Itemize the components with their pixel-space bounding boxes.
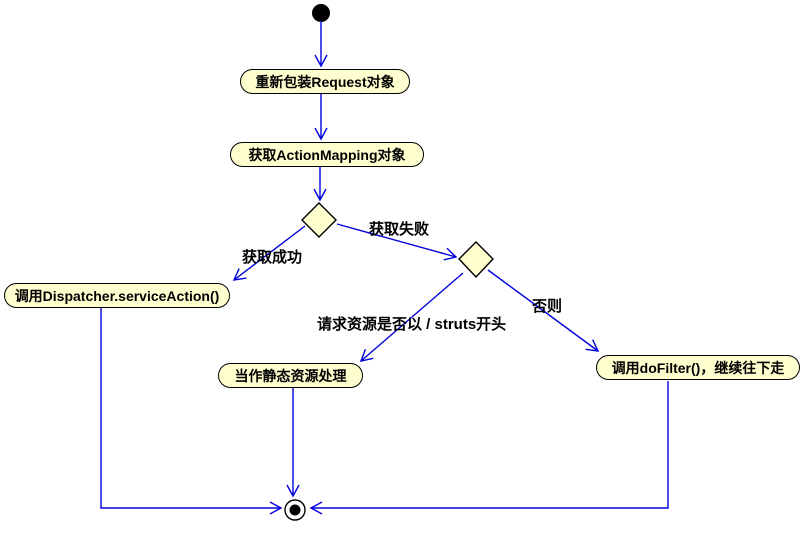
edge-label-failure: 获取失败 — [369, 221, 430, 238]
activity-node-static-resource[interactable]: 当作静态资源处理 — [218, 363, 363, 388]
final-node[interactable] — [284, 499, 306, 521]
edge-do-filter-to-end — [309, 381, 669, 515]
initial-node[interactable] — [312, 4, 330, 22]
edge-decision-failure-to-decision-resource — [336, 223, 458, 261]
decision-diamond-mapping[interactable] — [301, 202, 337, 238]
edge-decision-success-to-service-action — [232, 225, 306, 281]
edge-decision-resource-to-do-filter — [487, 269, 600, 352]
activity-node-do-filter[interactable]: 调用doFilter()，继续往下走 — [596, 355, 800, 380]
activity-node-get-action-mapping[interactable]: 获取ActionMapping对象 — [230, 142, 424, 167]
edge-service-action-to-end — [100, 308, 283, 515]
edge-label-success: 获取成功 — [242, 249, 303, 266]
activity-node-service-action[interactable]: 调用Dispatcher.serviceAction() — [4, 283, 230, 308]
edge-label-otherwise: 否则 — [532, 298, 563, 315]
decision-diamond-resource[interactable] — [458, 241, 494, 279]
edge-decision-resource-to-static-resource — [359, 272, 464, 362]
activity-node-wrap-request[interactable]: 重新包装Request对象 — [240, 69, 410, 94]
edge-label-starts-with-struts: 请求资源是否以 / struts开头 — [317, 316, 507, 333]
